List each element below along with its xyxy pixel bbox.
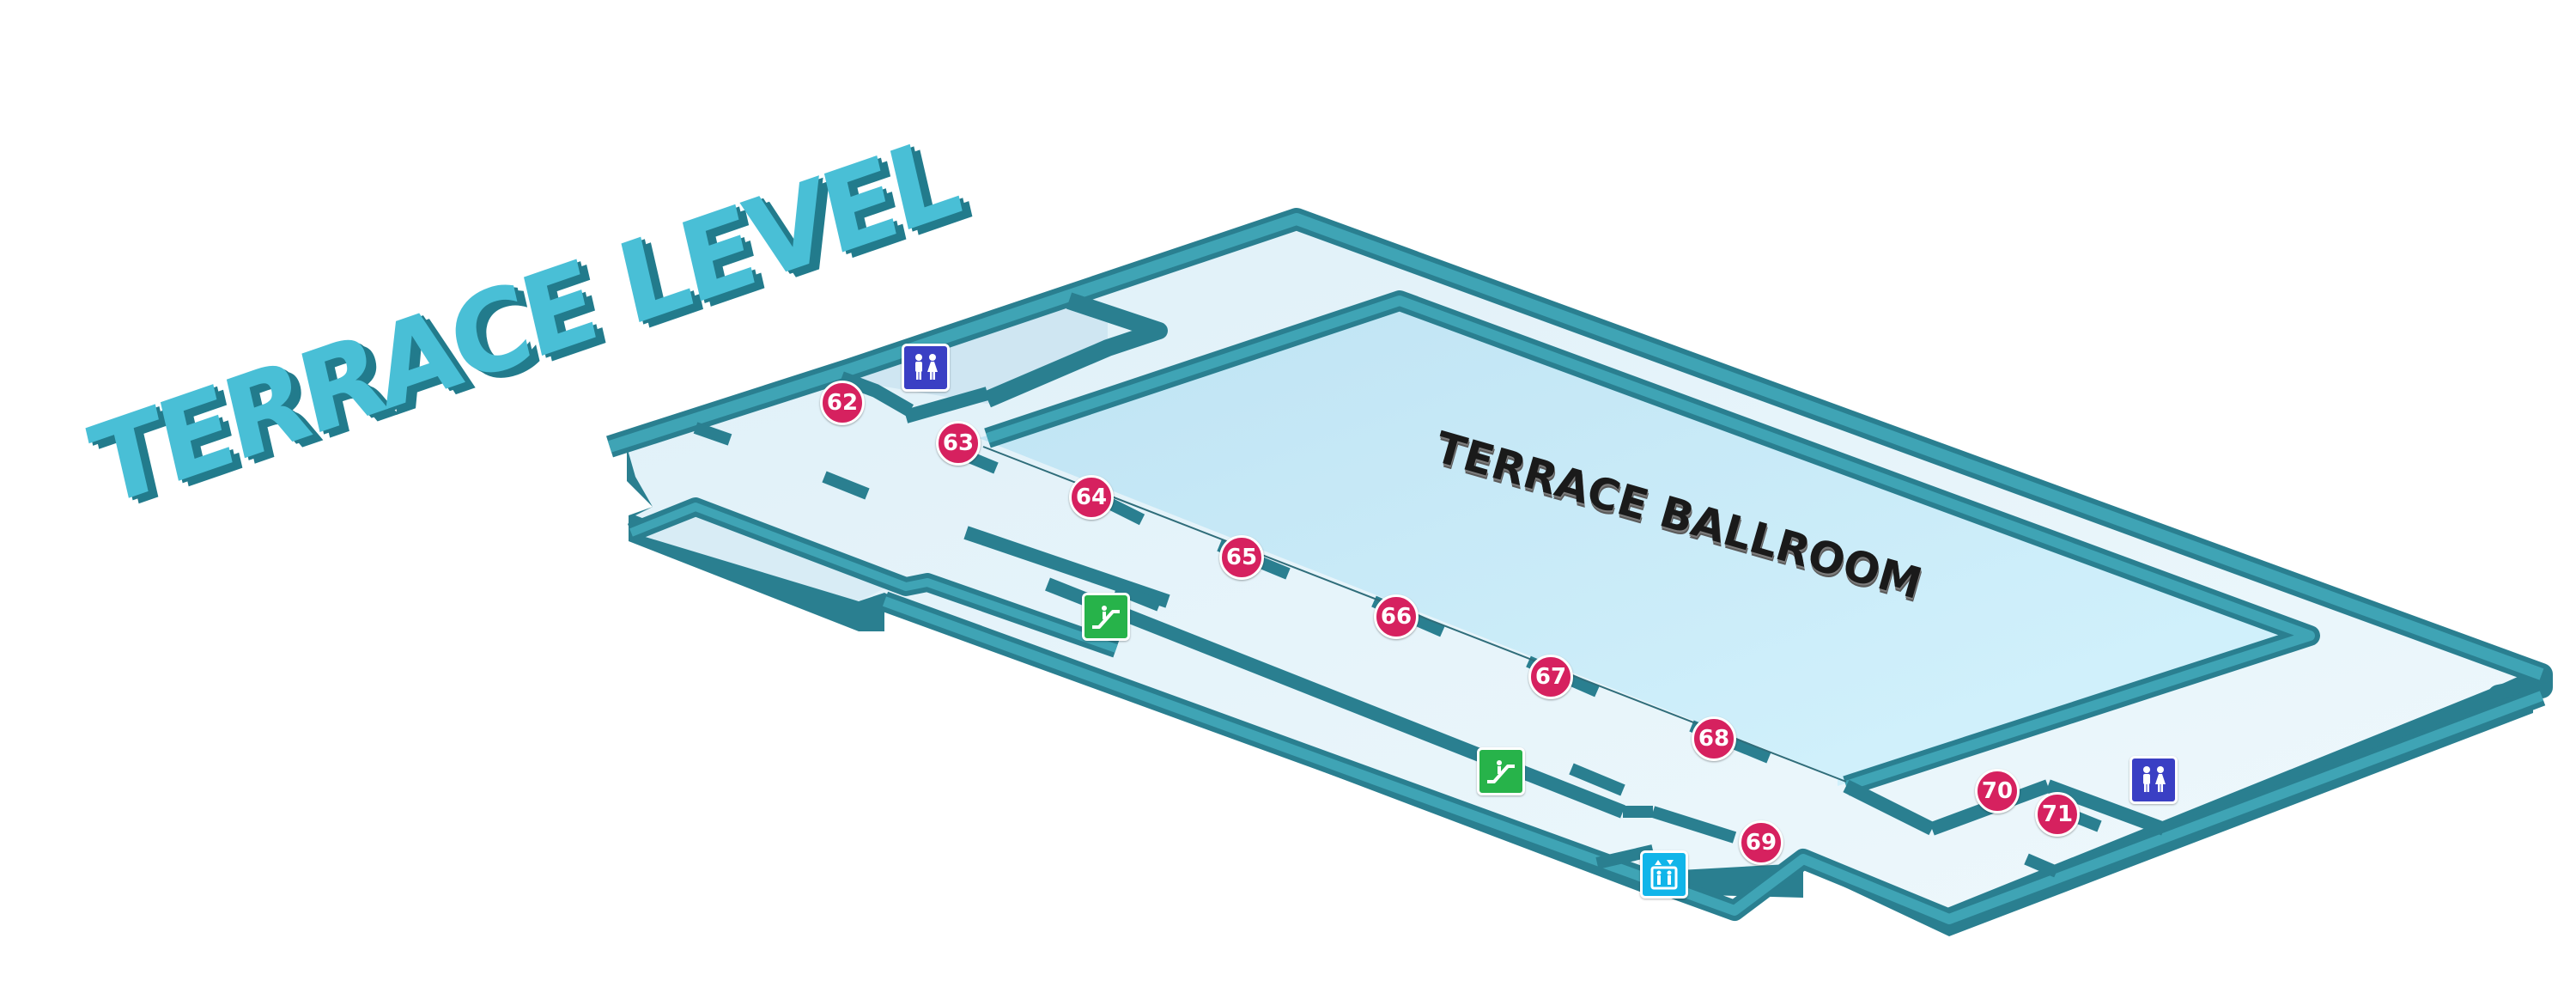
ballroom-floor: [979, 305, 2310, 786]
booth-pin-71[interactable]: 71: [2035, 792, 2080, 837]
restroom-icon[interactable]: [902, 344, 950, 392]
left-annex-floor: [631, 507, 893, 601]
restroom-icon: [2143, 766, 2166, 792]
escalator-icon[interactable]: [1477, 747, 1525, 795]
restroom-icon[interactable]: [2129, 756, 2178, 804]
booth-pin-68[interactable]: 68: [1692, 716, 1736, 761]
booth-pin-67[interactable]: 67: [1528, 655, 1573, 699]
elevator-icon[interactable]: [1640, 850, 1688, 899]
escalator-icon: [1487, 760, 1515, 783]
restroom-icon: [915, 354, 938, 380]
booth-pin-66[interactable]: 66: [1374, 594, 1419, 639]
booth-pin-63[interactable]: 63: [936, 421, 981, 466]
booth-pin-69[interactable]: 69: [1739, 820, 1783, 865]
elevator-icon: [1650, 860, 1678, 890]
escalator-icon[interactable]: [1082, 593, 1130, 641]
booth-pin-70[interactable]: 70: [1975, 769, 2020, 813]
booth-pin-64[interactable]: 64: [1069, 475, 1114, 520]
booth-pin-65[interactable]: 65: [1219, 535, 1264, 580]
booth-pin-62[interactable]: 62: [820, 381, 865, 425]
escalator-icon: [1092, 606, 1120, 629]
